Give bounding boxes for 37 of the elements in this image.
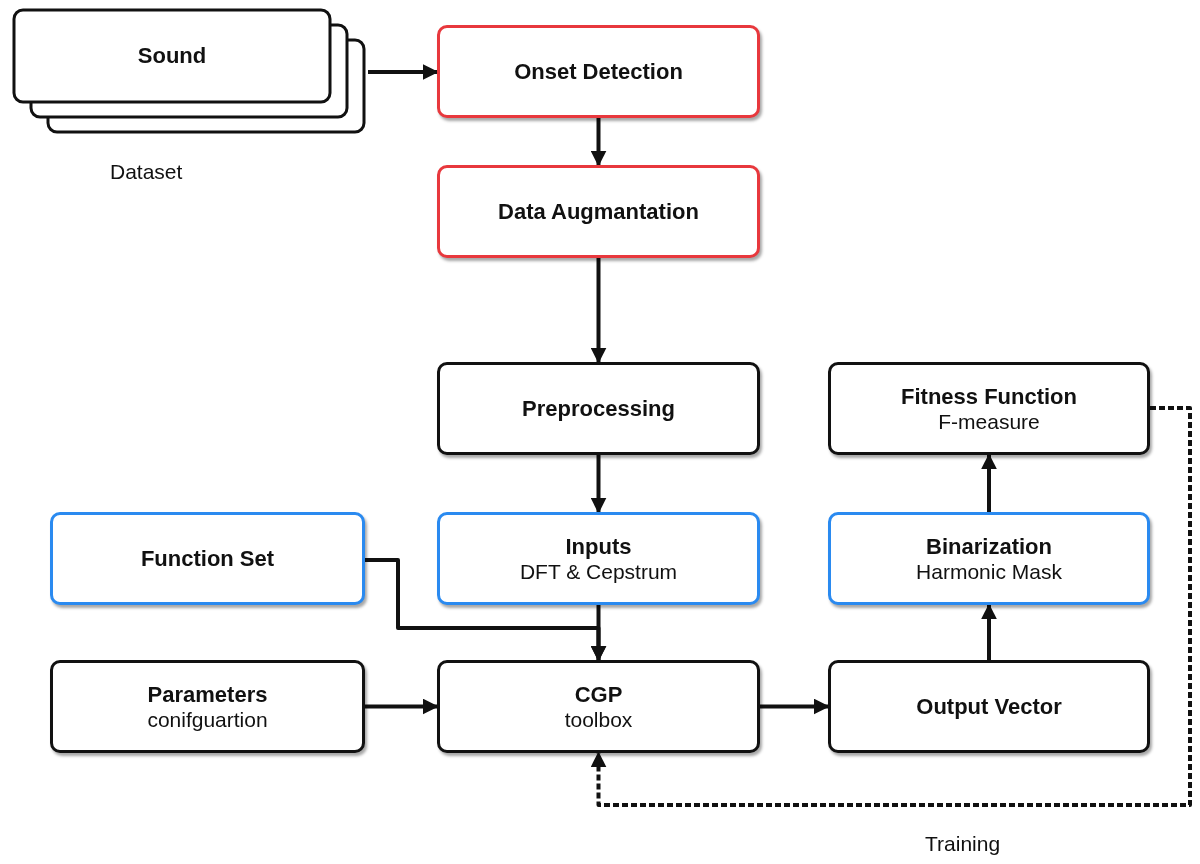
process-box [437,25,760,118]
box-title: Sound [137,43,207,69]
caption-text: Dataset [110,160,183,184]
box-title: Data Augmantation [498,198,699,225]
box-title: Onset Detection [514,58,683,85]
process-box [50,660,365,753]
process-box [828,660,1150,753]
box-title: CGP [574,681,623,708]
process-box [437,512,760,605]
box-subtitle: F-measure [938,409,1040,434]
process-box [828,362,1150,455]
box-subtitle: DFT & Cepstrum [519,559,678,584]
box-subtitle: Harmonic Mask [916,559,1062,584]
arrow [981,603,997,660]
box-title: Binarization [926,533,1052,560]
box-title: Inputs [565,533,632,560]
process-box [437,660,760,753]
process-box [828,512,1150,605]
process-box [437,362,760,455]
process-box [437,165,760,258]
arrow [590,118,607,167]
box-title: Parameters [147,681,268,708]
arrow [590,258,607,364]
dashed-arrow [590,406,1192,807]
box-title: Function Set [140,545,275,572]
arrow [760,698,830,715]
box-subtitle: toolbox [564,707,633,732]
arrow [590,605,607,662]
arrow [368,64,439,80]
box-title: Fitness Function [901,383,1077,410]
box-subtitle: conifguartion [147,707,268,732]
arrow [981,453,997,512]
box-title: Preprocessing [522,395,675,422]
arrow [365,698,439,715]
box-title: Output Vector [916,693,1062,720]
process-box [50,512,365,605]
arrow [590,455,607,514]
